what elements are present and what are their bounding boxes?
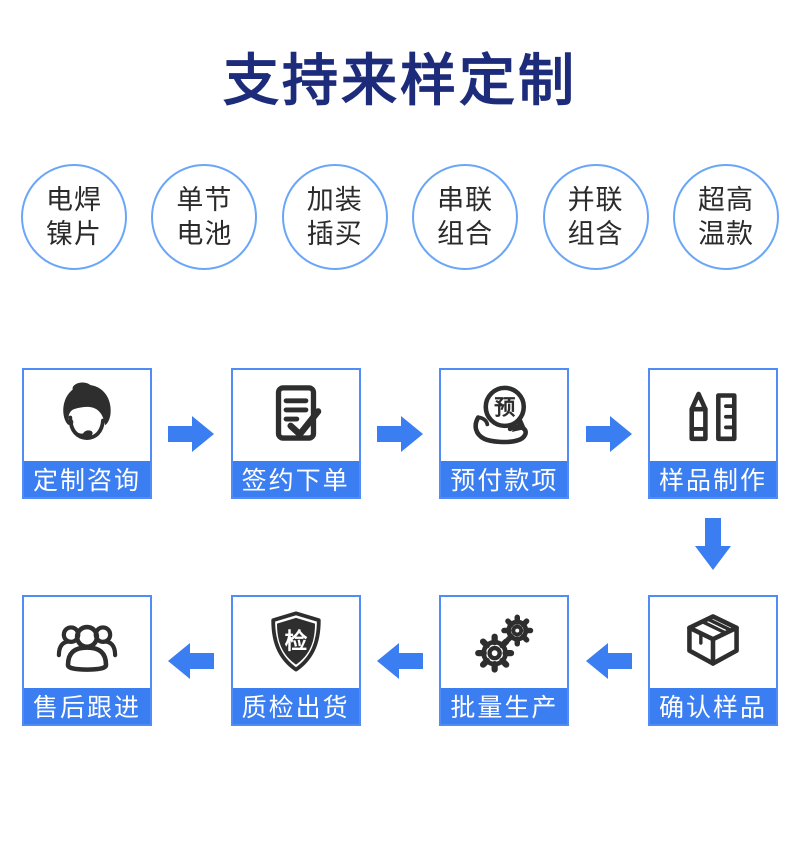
feature-line: 超高 [697, 185, 754, 215]
feature-circles-row: 电焊 镍片 单节 电池 加装 插买 串联 组合 并联 组含 超高 温款 [21, 164, 779, 270]
flow-row-1: 定制咨询 签约下单 预 预付款项 [22, 368, 778, 499]
flow-step-label: 定制咨询 [24, 461, 150, 497]
shield-glyph: 检 [284, 628, 307, 654]
people-group-icon [56, 624, 118, 672]
feature-line: 温款 [697, 219, 754, 249]
feature-circle-single-cell: 单节 电池 [151, 164, 258, 270]
feature-line: 电池 [176, 219, 233, 249]
coin-glyph: 预 [494, 395, 515, 419]
feature-line: 插买 [306, 219, 363, 249]
package-box-icon [687, 613, 739, 666]
feature-line: 串联 [437, 185, 494, 215]
feature-line: 组合 [437, 219, 494, 249]
gears-icon [475, 614, 534, 673]
contract-check-icon [275, 384, 321, 441]
arrow-down-icon [695, 518, 731, 572]
arrow-right-icon [585, 415, 632, 452]
flow-step-after-sales: 售后跟进 [22, 595, 152, 726]
flow-step-qc-shipping: 检 质检出货 [230, 595, 361, 726]
flow-step-mass-production: 批量生产 [439, 595, 570, 726]
arrow-left-icon [168, 642, 215, 679]
feature-line: 单节 [176, 185, 233, 215]
feature-line: 电焊 [46, 185, 102, 215]
qc-shield-icon: 检 [270, 610, 321, 671]
feature-circle-parallel-pack: 并联 组含 [542, 164, 649, 270]
arrow-right-icon [376, 415, 423, 452]
feature-line: 镍片 [46, 219, 102, 249]
feature-line: 并联 [567, 185, 624, 215]
flow-step-confirm-sample: 确认样品 [647, 595, 778, 726]
customer-service-icon [63, 382, 111, 440]
flow-step-label: 售后跟进 [24, 688, 150, 724]
flow-row-2: 售后跟进 检 质检出货 [22, 595, 778, 726]
flow-step-sample-making: 样品制作 [647, 368, 778, 499]
flow-step-sign-order: 签约下单 [230, 368, 361, 499]
flow-step-label: 样品制作 [649, 461, 776, 497]
flow-step-label: 签约下单 [232, 461, 359, 497]
pencil-ruler-icon [689, 391, 737, 441]
flow-connector-band [0, 499, 800, 595]
feature-line: 加装 [306, 185, 363, 215]
arrow-left-icon [585, 642, 632, 679]
prepayment-hand-icon: 预 [473, 385, 529, 444]
flow-step-label: 预付款项 [441, 461, 568, 497]
page-title: 支持来样定制 [223, 49, 577, 112]
feature-circle-series-pack: 串联 组合 [412, 164, 519, 270]
flow-step-label: 确认样品 [649, 688, 776, 724]
feature-circle-nickel-strip: 电焊 镍片 [21, 164, 127, 270]
customization-infographic: { "title": "支持来样定制", "feature_circles": … [0, 44, 800, 844]
feature-line: 组含 [567, 219, 624, 249]
arrow-right-icon [168, 415, 215, 452]
flow-step-label: 质检出货 [232, 688, 359, 724]
arrow-left-icon [376, 642, 423, 679]
feature-circle-high-temp: 超高 温款 [672, 164, 779, 270]
flow-step-label: 批量生产 [441, 688, 568, 724]
flow-step-prepay: 预 预付款项 [439, 368, 570, 499]
flow-step-consult: 定制咨询 [22, 368, 152, 499]
feature-circle-add-connector: 加装 插买 [281, 164, 388, 270]
